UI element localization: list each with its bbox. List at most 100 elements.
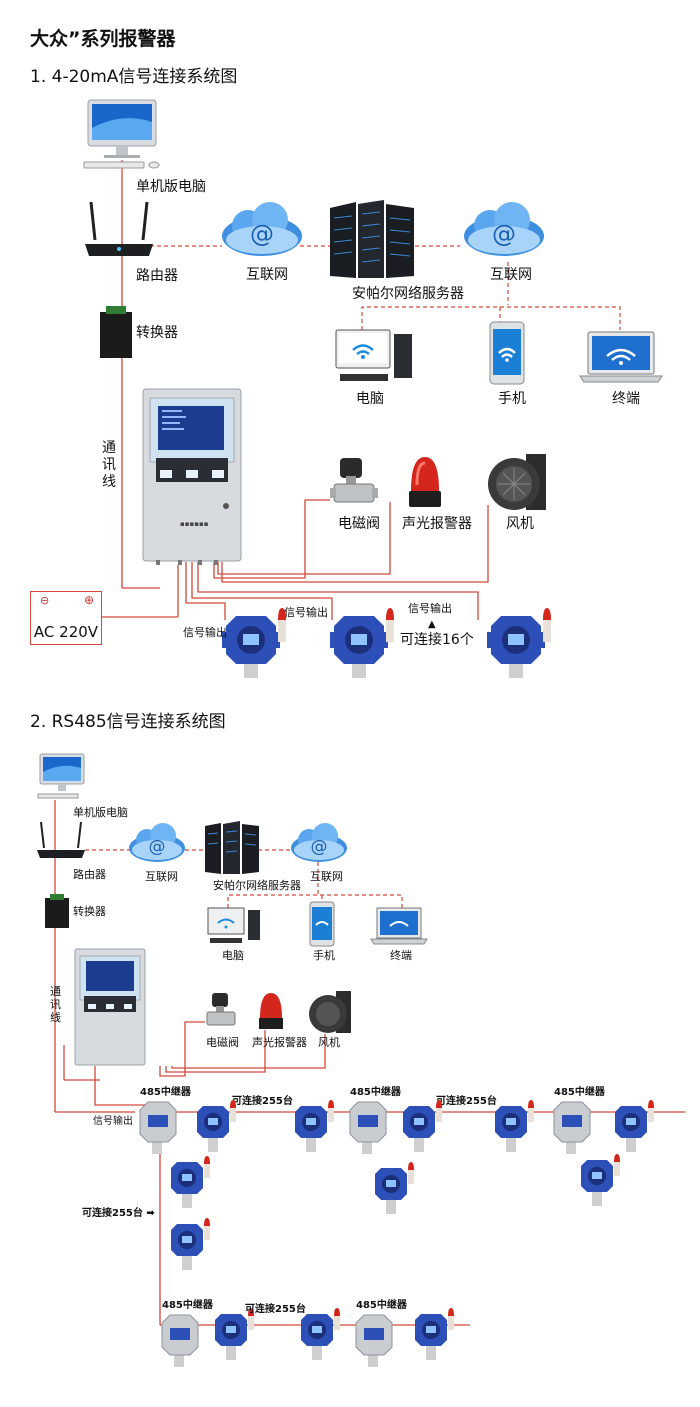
connect-255-label-2: 可连接255台 (436, 1096, 497, 1107)
gas-detector-icon (487, 608, 551, 678)
section1-heading: 1. 4-20mA信号连接系统图 (30, 67, 238, 87)
converter-icon (45, 894, 69, 928)
cloud-internet-icon: @ (129, 823, 185, 862)
fan-label-2: 风机 (318, 1036, 340, 1049)
repeater-label-2: 485中继器 (350, 1087, 401, 1098)
page-title: 大众”系列报警器 (30, 28, 176, 50)
router-icon (37, 821, 85, 858)
ac-power-box: ⊖ ⊕ AC 220V (30, 591, 102, 645)
svg-text:@: @ (250, 220, 274, 248)
server-label: 安帕尔网络服务器 (352, 286, 464, 302)
router-label: 路由器 (136, 268, 178, 284)
connect-255-label-1: 可连接255台 (232, 1096, 293, 1107)
cloud-internet-icon: @ (222, 202, 302, 256)
fan-label: 风机 (506, 516, 534, 532)
minus-terminal-icon: ⊖ (40, 594, 50, 607)
repeater-icon (139, 1101, 177, 1154)
router-icon (85, 201, 153, 256)
server-label-2: 安帕尔网络服务器 (213, 879, 301, 892)
fan-icon (488, 454, 546, 510)
alarm-controller-icon: ▪▪▪▪▪▪ (142, 388, 242, 565)
svg-text:@: @ (492, 220, 516, 248)
connect-255-label-3: 可连接255台 ➡ (82, 1208, 155, 1219)
gas-detector-icon (415, 1308, 454, 1360)
repeater-icon (349, 1101, 387, 1154)
pc-label: 单机版电脑 (136, 179, 206, 195)
gas-detector-icon (403, 1100, 442, 1152)
internet-right-label: 互联网 (490, 267, 532, 283)
comm-line-label-2: 通讯线 (50, 985, 61, 1024)
alarm-label: 声光报警器 (402, 516, 472, 532)
gas-detector-icon (197, 1100, 236, 1152)
gas-detector-icon (295, 1100, 334, 1152)
server-rack-icon (330, 200, 414, 278)
ac-voltage-label: AC 220V (33, 623, 99, 641)
gas-detector-icon (215, 1308, 254, 1360)
computer-icon (207, 907, 260, 943)
desktop-computer-icon (37, 753, 85, 799)
connect-16-label: 可连接16个 (400, 632, 474, 648)
gas-detector-icon (375, 1162, 414, 1214)
internet-left-label-2: 互联网 (145, 870, 178, 883)
comm-line-label: 通讯线 (102, 440, 116, 490)
computer-label-2: 电脑 (222, 949, 244, 962)
section2-heading: 2. RS485信号连接系统图 (30, 712, 226, 732)
computer-label: 电脑 (356, 391, 384, 407)
connect-255-label-4: 可连接255台 (245, 1304, 306, 1315)
fan-icon (309, 991, 351, 1033)
gas-detector-icon (495, 1100, 534, 1152)
internet-right-label-2: 互联网 (310, 870, 343, 883)
desktop-computer-icon (83, 99, 160, 169)
sound-light-alarm-icon (259, 993, 283, 1029)
server-rack-icon (205, 821, 259, 874)
repeater-label-1: 485中继器 (140, 1087, 191, 1098)
router-label-2: 路由器 (73, 868, 106, 881)
phone-icon (489, 321, 525, 385)
internet-left-label: 互联网 (246, 267, 288, 283)
alarm-controller-icon (74, 948, 146, 1066)
solenoid-valve-icon (206, 993, 236, 1026)
pc-label-2: 单机版电脑 (73, 806, 128, 819)
signal-out-label-2: 信号输出 (284, 606, 328, 619)
signal-out-label-s2: 信号输出 (93, 1116, 133, 1127)
gas-detector-icon (171, 1218, 210, 1270)
phone-label-2: 手机 (313, 949, 335, 962)
phone-icon (309, 901, 335, 947)
phone-label: 手机 (498, 391, 526, 407)
svg-text:▪▪▪▪▪▪: ▪▪▪▪▪▪ (180, 520, 209, 528)
arrow-up-icon: ▲ (428, 619, 436, 630)
solenoid-valve-icon (330, 458, 378, 503)
terminal-label-2: 终端 (390, 949, 412, 962)
computer-icon (335, 329, 412, 381)
repeater-icon (355, 1314, 393, 1367)
repeater-label-5: 485中继器 (356, 1300, 407, 1311)
repeater-icon (553, 1101, 591, 1154)
svg-text:@: @ (311, 837, 328, 857)
laptop-icon (370, 907, 428, 945)
repeater-icon (161, 1314, 199, 1367)
gas-detector-icon (581, 1154, 620, 1206)
alarm-label-2: 声光报警器 (252, 1036, 307, 1049)
plus-terminal-icon: ⊕ (83, 593, 94, 607)
converter-icon (100, 306, 132, 358)
gas-detector-icon (330, 608, 394, 678)
svg-text:@: @ (149, 837, 166, 857)
gas-detector-icon (301, 1308, 340, 1360)
gas-detector-icon (615, 1100, 654, 1152)
terminal-label: 终端 (612, 391, 640, 407)
converter-label-2: 转换器 (73, 905, 106, 918)
repeater-label-3: 485中继器 (554, 1087, 605, 1098)
signal-out-label-1: 信号输出 (183, 626, 227, 639)
cloud-internet-icon: @ (464, 202, 544, 256)
converter-label: 转换器 (136, 325, 178, 341)
repeater-label-4: 485中继器 (162, 1300, 213, 1311)
sound-light-alarm-icon (409, 457, 441, 507)
valve-label: 电磁阀 (338, 516, 380, 532)
gas-detector-icon (222, 608, 286, 678)
signal-out-label-3: 信号输出 (408, 602, 452, 615)
cloud-internet-icon: @ (291, 823, 347, 862)
valve-label-2: 电磁阀 (206, 1036, 239, 1049)
laptop-icon (579, 331, 663, 383)
gas-detector-icon (171, 1156, 210, 1208)
